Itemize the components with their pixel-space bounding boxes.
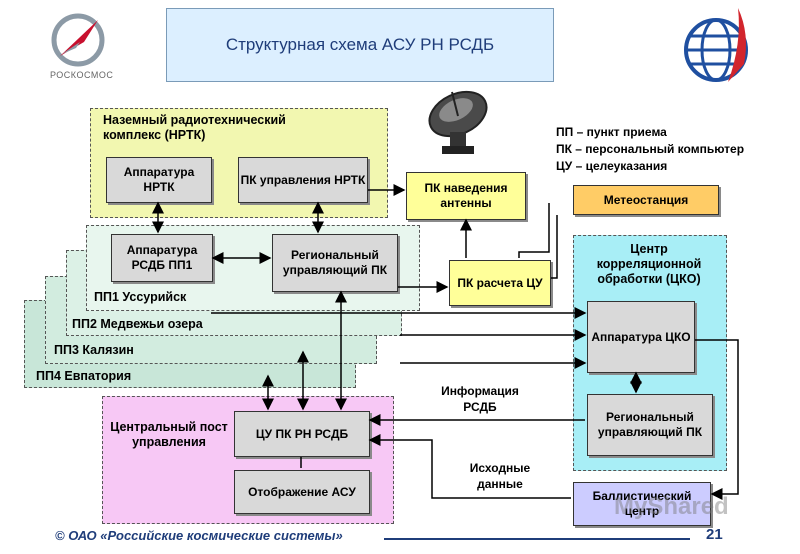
legend: ПП – пункт приема ПК – персональный комп… [556,124,744,175]
box-pk-cu[interactable]: ПК расчета ЦУ [449,260,551,306]
box-pk-antenna[interactable]: ПК наведения антенны [406,172,526,220]
satellite-dish-image [418,80,498,160]
roscosmos-emblem-icon [51,13,105,67]
zone-pp4-label: ПП4 Евпатория [36,369,132,383]
link-meteo-pkcu [518,203,550,258]
roscosmos-logo: РОСКОСМОС [40,8,120,88]
link-pkcu-meteo [551,215,558,279]
zone-cko-label: Центр корреляционной обработки (ЦКО) [596,242,702,286]
zone-pp1-label: ПП1 Уссурийск [94,290,187,304]
legend-item: ПП – пункт приема [556,125,667,139]
box-display[interactable]: Отображение АСУ [234,470,370,514]
roscosmos-logo-text: РОСКОСМОС [50,70,114,80]
footer-org: © ОАО «Российские космические системы» [55,528,343,543]
box-reg-pk-cko[interactable]: Региональный управляющий ПК [587,394,713,456]
box-app-cko[interactable]: Аппаратура ЦКО [587,301,695,373]
legend-item: ПК – персональный компьютер [556,142,745,156]
page-title: Структурная схема АСУ РН РСДБ [166,8,554,82]
legend-item: ЦУ – целеуказания [556,159,668,173]
box-cu-pk[interactable]: ЦУ ПК РН РСДБ [234,411,370,457]
box-ballistic[interactable]: Баллистический центр [573,482,711,526]
globe-emblem-icon [684,8,748,82]
page-number: 21 [706,526,723,543]
box-app-nrtk[interactable]: Аппаратура НРТК [106,157,212,203]
link-appcko-ballistic [695,339,739,500]
globe-logo [680,4,770,94]
label-source: Исходные данные [469,461,531,491]
footer-divider [384,538,690,540]
zone-pp2-label: ПП2 Медвежьи озера [72,317,203,331]
satellite-dish-icon [428,90,488,154]
box-reg-pk-pp[interactable]: Региональный управляющий ПК [272,234,398,292]
zone-cpu-label: Центральный пост управления [110,420,228,449]
box-meteo[interactable]: Метеостанция [573,185,719,215]
watermark: MyShared [614,493,729,520]
zone-nrtk-label: Наземный радиотехнический комплекс (НРТК… [103,113,286,142]
zone-pp3-label: ПП3 Калязин [54,343,134,357]
label-info: Информация РСДБ [441,384,519,414]
box-app-pp1[interactable]: Аппаратура РСДБ ПП1 [111,234,213,282]
link-ballistic-cupk [368,434,571,499]
box-pk-nrtk[interactable]: ПК управления НРТК [238,157,368,203]
